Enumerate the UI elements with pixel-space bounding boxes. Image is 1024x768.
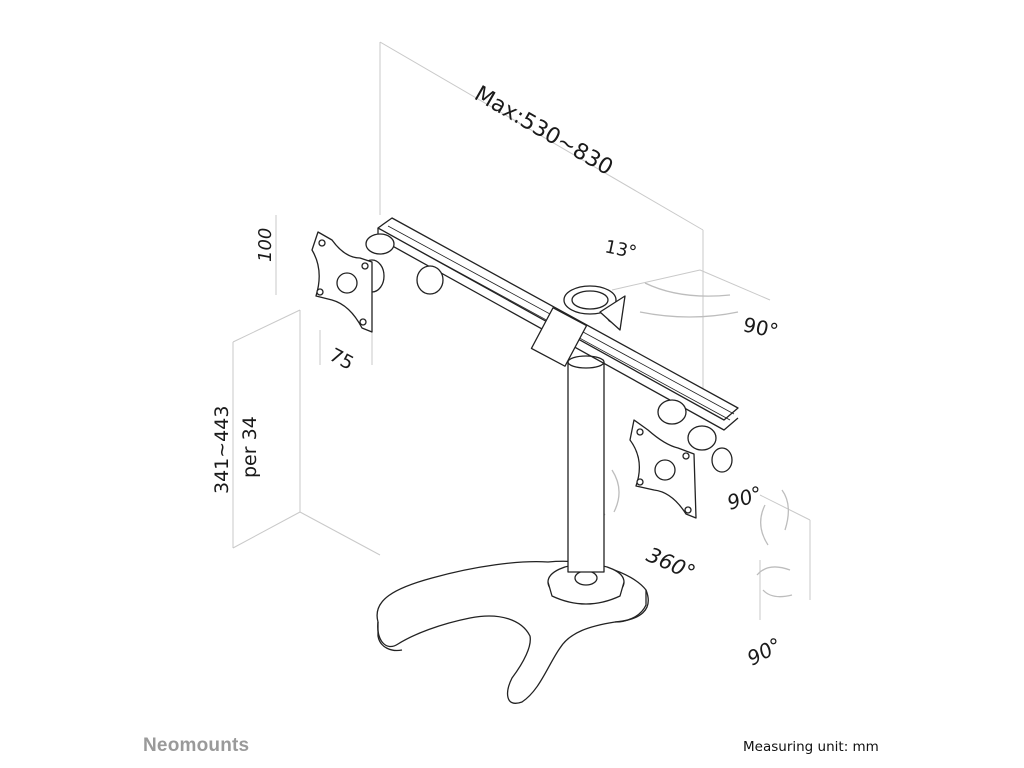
pole-rotation-label: 360°	[643, 543, 699, 586]
brand-logo-text: Neomounts	[143, 735, 250, 756]
width-range-label: Max:530~830	[470, 82, 617, 181]
arm-tilt-label: 13°	[603, 236, 639, 263]
vesa-height-label: 100	[255, 228, 276, 262]
height-range-label: 341~443	[211, 406, 233, 494]
monitor-stand	[311, 217, 739, 704]
vesa-width-label: 75	[326, 344, 358, 375]
measuring-unit-text: Measuring unit: mm	[743, 739, 879, 755]
guide-lines	[232, 41, 811, 620]
height-step-label: per 34	[239, 416, 261, 478]
swivel-label: 90°	[743, 633, 786, 671]
stand-pole	[567, 361, 605, 573]
tilt-label: 90°	[724, 481, 765, 515]
arm-rotation-label: 90°	[741, 312, 781, 343]
